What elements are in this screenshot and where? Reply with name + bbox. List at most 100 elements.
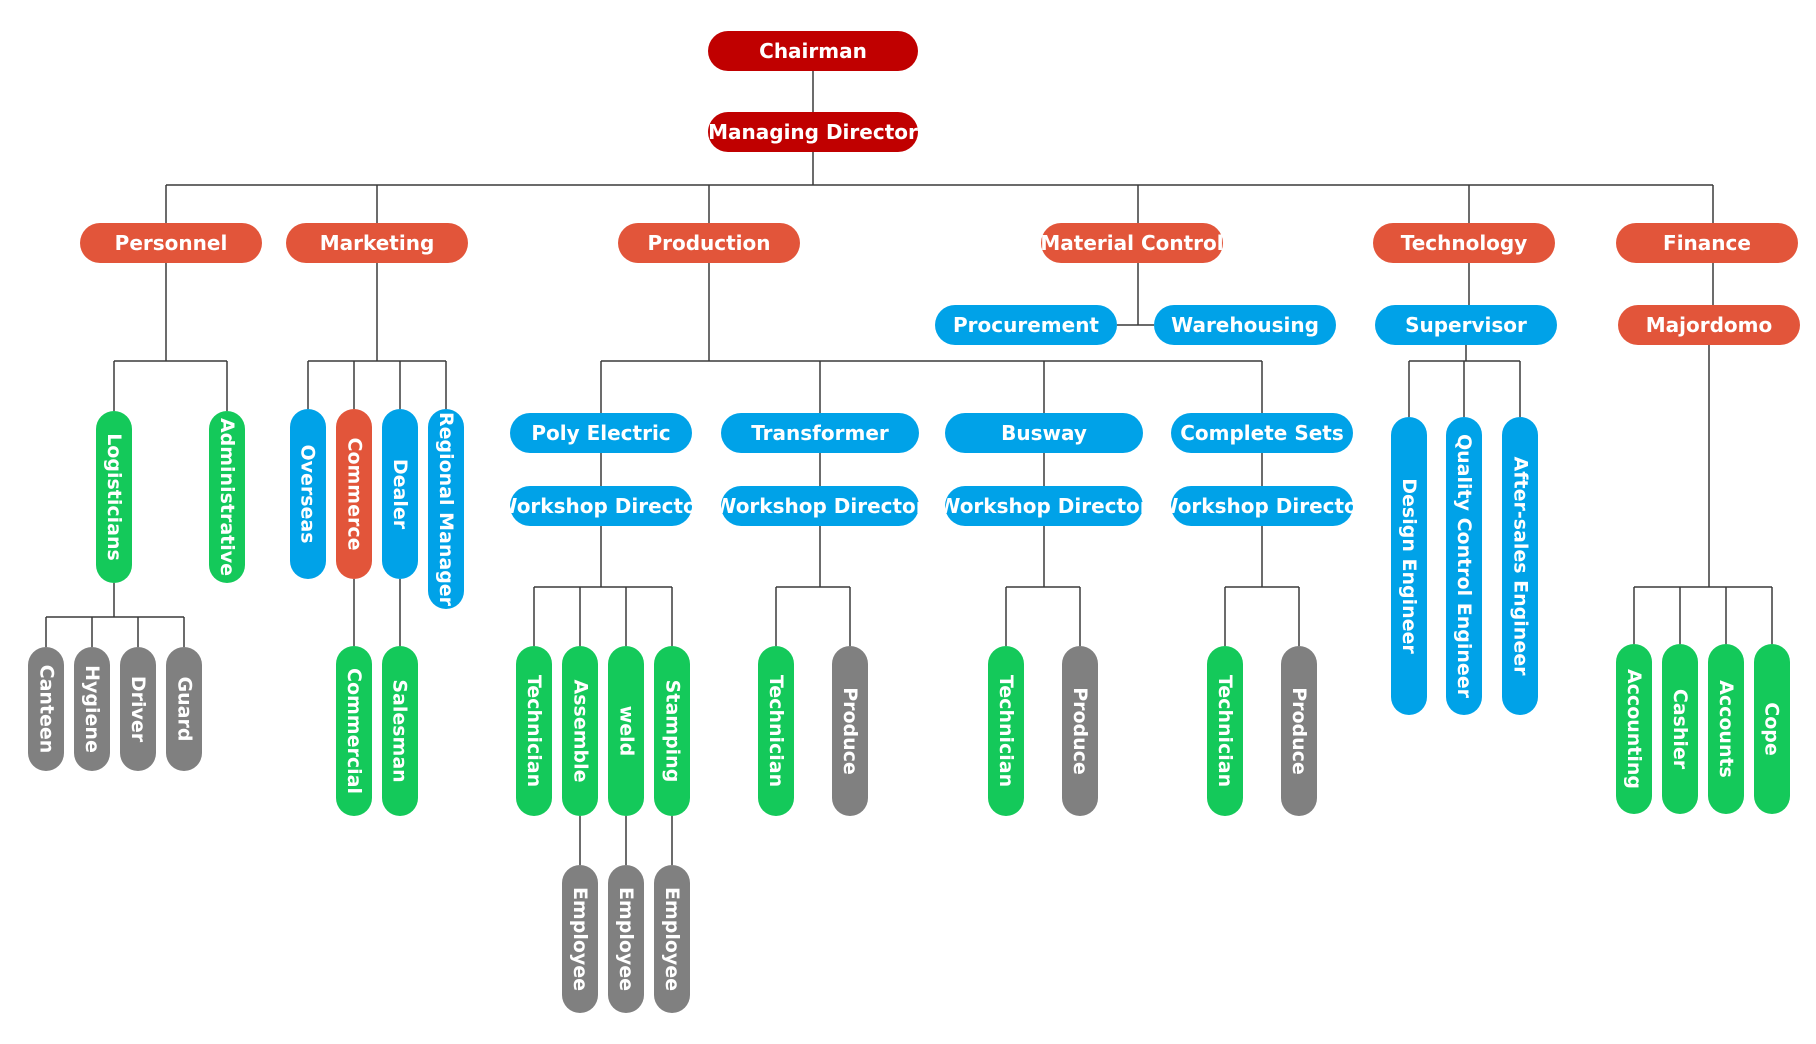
node-label: Accounts	[1715, 680, 1738, 778]
node-label: Technician	[1214, 674, 1236, 788]
node-label: Complete Sets	[1180, 421, 1344, 445]
node-label: Cope	[1761, 702, 1784, 756]
node-label: Overseas	[297, 444, 319, 544]
node-poly-electric: Poly Electric	[510, 413, 692, 453]
node-busway: Busway	[945, 413, 1143, 453]
node-label: Supervisor	[1405, 313, 1527, 337]
node-finance: Finance	[1616, 223, 1798, 263]
node-label: Majordomo	[1645, 313, 1773, 337]
node-complete-sets: Complete Sets	[1171, 413, 1353, 453]
node-chairman: Chairman	[708, 31, 918, 71]
node-technician-2: Technician	[758, 646, 794, 816]
node-canteen: Canteen	[28, 647, 64, 771]
node-label: Warehousing	[1171, 313, 1319, 337]
node-label: Poly Electric	[531, 421, 671, 445]
node-overseas: Overseas	[290, 409, 326, 579]
node-technician-4: Technician	[1207, 646, 1243, 816]
node-label: Employee	[661, 886, 684, 992]
node-label: Employee	[615, 886, 638, 992]
node-driver: Driver	[120, 647, 156, 771]
node-technician-3: Technician	[988, 646, 1024, 816]
node-dealer: Dealer	[382, 409, 418, 579]
node-supervisor: Supervisor	[1375, 305, 1557, 345]
node-label: Finance	[1663, 231, 1751, 255]
node-design-engineer: Design Engineer	[1391, 417, 1427, 715]
node-label: Procurement	[953, 313, 1099, 337]
node-regional-manager: Regional Manager	[428, 409, 464, 609]
node-label: Hygiene	[81, 665, 104, 753]
node-marketing: Marketing	[286, 223, 468, 263]
node-commercial: Commercial	[336, 646, 372, 816]
node-label: Busway	[1001, 421, 1087, 445]
node-produce-3: Produce	[1062, 646, 1098, 816]
node-transformer: Transformer	[721, 413, 919, 453]
node-majordomo: Majordomo	[1618, 305, 1800, 345]
node-label: Marketing	[319, 231, 435, 255]
node-material-control: Material Control	[1040, 223, 1224, 263]
node-label: Guard	[173, 676, 196, 742]
node-label: Chairman	[759, 39, 867, 63]
node-administrative: Administrative	[209, 411, 245, 583]
node-label: Driver	[127, 675, 150, 743]
node-employee-3: Employee	[654, 865, 690, 1013]
node-cashier: Cashier	[1662, 644, 1698, 814]
node-label: weld	[615, 705, 637, 757]
node-label: Accounting	[1623, 668, 1645, 790]
node-produce-2: Produce	[832, 646, 868, 816]
node-label: Managing Director	[708, 120, 918, 144]
node-production: Production	[618, 223, 800, 263]
node-produce-4: Produce	[1281, 646, 1317, 816]
node-salesman: Salesman	[382, 646, 418, 816]
node-label: Commerce	[343, 437, 365, 551]
node-label: Technician	[523, 674, 545, 788]
node-workshop-director-1: Workshop Director	[495, 486, 707, 526]
node-label: Salesman	[389, 679, 412, 783]
node-label: After-sales Engineer	[1509, 456, 1531, 676]
node-label: Dealer	[389, 458, 411, 530]
node-weld: weld	[608, 646, 644, 816]
node-hygiene: Hygiene	[74, 647, 110, 771]
node-stamping: Stamping	[654, 646, 690, 816]
node-label: Canteen	[35, 664, 57, 754]
node-accounting: Accounting	[1616, 644, 1652, 814]
node-label: Technician	[995, 674, 1017, 788]
node-procurement: Procurement	[935, 305, 1117, 345]
node-label: Stamping	[661, 679, 684, 783]
node-guard: Guard	[166, 647, 202, 771]
node-employee-2: Employee	[608, 865, 644, 1013]
node-label: Workshop Director	[1156, 494, 1368, 518]
node-cope: Cope	[1754, 644, 1790, 814]
node-label: Cashier	[1669, 688, 1691, 770]
node-assemble: Assemble	[562, 646, 598, 816]
node-label: Produce	[1069, 687, 1091, 775]
node-label: Quality Control Engineer	[1453, 433, 1475, 699]
node-personnel: Personnel	[80, 223, 262, 263]
node-label: Transformer	[751, 421, 889, 445]
node-workshop-director-2: Workshop Director	[714, 486, 926, 526]
node-label: Produce	[1288, 687, 1310, 775]
node-managing-director: Managing Director	[708, 112, 918, 152]
node-label: Regional Manager	[435, 411, 457, 607]
node-after-sales-engineer: After-sales Engineer	[1502, 417, 1538, 715]
node-label: Technician	[765, 674, 787, 788]
node-label: Production	[647, 231, 771, 255]
node-warehousing: Warehousing	[1154, 305, 1336, 345]
node-label: Employee	[569, 886, 592, 992]
node-label: Workshop Director	[938, 494, 1150, 518]
node-workshop-director-4: Workshop Director	[1156, 486, 1368, 526]
node-label: Commercial	[343, 668, 365, 794]
node-label: Logisticians	[103, 433, 125, 561]
node-label: Material Control	[1040, 231, 1224, 255]
node-label: Workshop Director	[714, 494, 926, 518]
node-workshop-director-3: Workshop Director	[938, 486, 1150, 526]
node-technology: Technology	[1373, 223, 1555, 263]
node-label: Assemble	[569, 679, 592, 783]
node-employee-1: Employee	[562, 865, 598, 1013]
node-label: Technology	[1400, 231, 1528, 255]
node-quality-control-engineer: Quality Control Engineer	[1446, 417, 1482, 715]
node-technician-1: Technician	[516, 646, 552, 816]
node-accounts: Accounts	[1708, 644, 1744, 814]
node-label: Produce	[839, 687, 861, 775]
